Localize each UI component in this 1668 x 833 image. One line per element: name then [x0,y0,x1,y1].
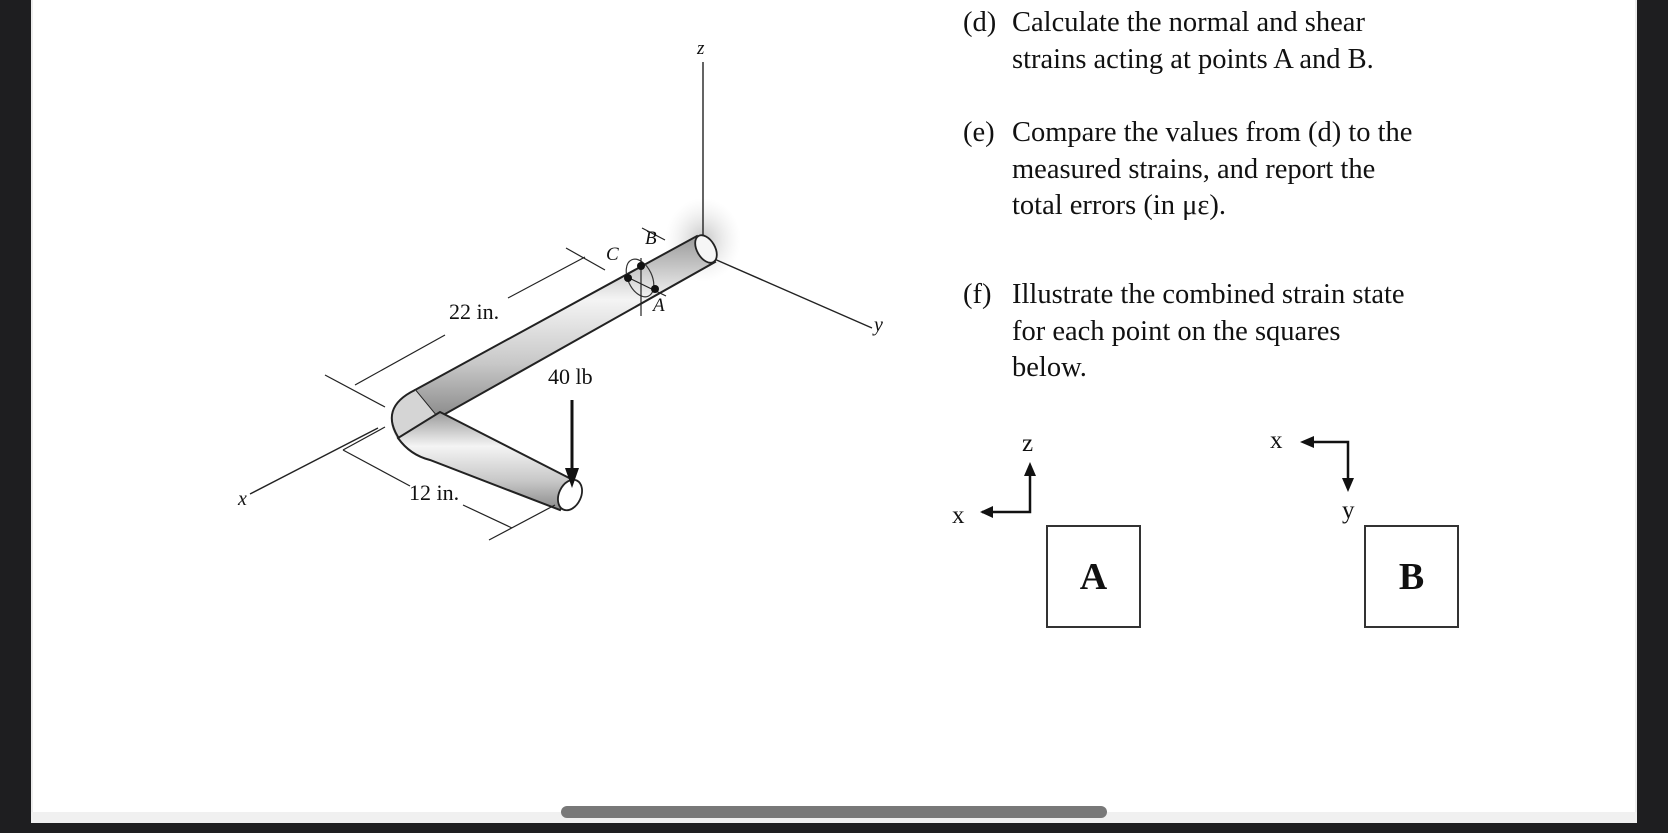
point-C-label: C [606,244,619,265]
load-label: 40 lb [548,364,593,389]
strain-square-A: A [1046,525,1141,628]
question-e-text: Compare the values from (d) to the measu… [1012,117,1413,221]
question-d-label: (d) [963,7,997,38]
point-B-label: B [645,228,657,249]
point-A-marker [651,285,659,293]
square-A-vertical-axis-label: z [1022,430,1034,457]
point-A-label: A [653,295,665,316]
document-page [31,0,1637,823]
z-axis-label: z [697,38,705,59]
x-axis-label: x [238,488,247,510]
point-C-marker [624,274,632,282]
point-B-marker [637,262,645,270]
y-axis-label: y [874,314,883,336]
strain-square-B: B [1364,525,1459,628]
square-B-horizontal-axis-label: x [1270,427,1283,454]
y-axis [711,257,873,329]
horizontal-scrollbar-thumb[interactable] [561,806,1107,818]
question-f-text: Illustrate the combined strain state for… [1012,279,1405,383]
question-d-text: Calculate the normal and shear strains a… [1012,7,1374,75]
square-B-vertical-axis-label: y [1342,497,1355,524]
question-e-label: (e) [963,117,995,148]
dimension-22in: 22 in. [449,299,500,324]
square-A-horizontal-axis-label: x [952,502,965,529]
question-f-label: (f) [963,279,992,310]
dimension-12in: 12 in. [409,480,460,505]
x-axis [249,427,379,495]
